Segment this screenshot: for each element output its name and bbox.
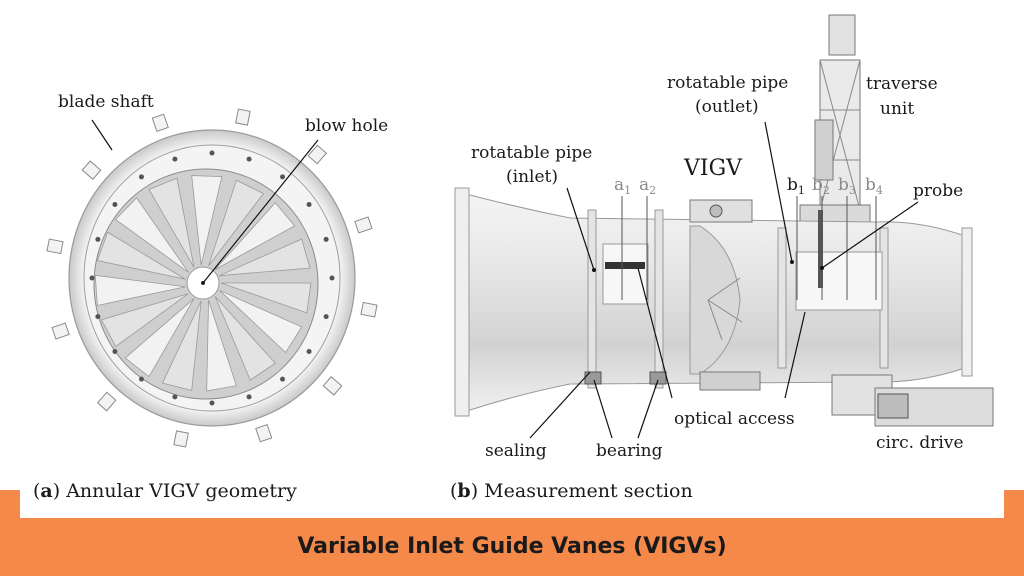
blade-shaft [360, 301, 378, 318]
blade-shaft [322, 376, 343, 396]
blade-shaft [173, 430, 189, 448]
guide-vane [100, 293, 189, 348]
blade-shaft [151, 113, 169, 133]
inlet-window-slot [605, 262, 645, 269]
guide-vanes [94, 175, 312, 392]
label-blow-hole: blow hole [305, 116, 388, 136]
bolt-hole [95, 314, 101, 320]
label-sealing: sealing [485, 441, 547, 461]
blade-shafts [46, 108, 378, 448]
guide-vane [208, 179, 265, 267]
inlet-pipe-ring-right [654, 209, 664, 389]
label-rotatable-pipe-outlet: rotatable pipe [667, 73, 788, 93]
outlet-pipe-ring-left [777, 227, 787, 369]
bolt-hole [329, 275, 335, 281]
banner-left-strip [0, 490, 20, 518]
blade-shaft [354, 216, 373, 234]
bolt-hole [209, 150, 215, 156]
guide-vane [94, 274, 186, 306]
leader-blade-shaft [91, 119, 113, 151]
banner-title: Variable Inlet Guide Vanes (VIGVs) [297, 534, 727, 559]
bearing-left [584, 371, 602, 385]
leader-blow-hole [202, 139, 319, 284]
outlet-optical-window [795, 251, 883, 311]
station-b4: b4 [865, 175, 883, 197]
bolt-hole [246, 394, 252, 400]
circ-drive [831, 374, 994, 427]
guide-vane [161, 300, 202, 391]
label-rotatable-pipe-inlet-2: (inlet) [506, 167, 558, 187]
guide-vane [214, 202, 296, 270]
bolt-hole [95, 236, 101, 242]
blade-shaft [307, 144, 328, 165]
inlet-optical-window [602, 243, 649, 305]
bolt-holes [89, 150, 335, 406]
guide-vane [96, 231, 186, 280]
blade-shaft [235, 108, 251, 126]
label-blade-shaft: blade shaft [58, 92, 154, 112]
bolt-hole [138, 376, 144, 382]
guide-vane [220, 282, 312, 314]
guide-vane [191, 175, 223, 266]
bolt-hole [209, 400, 215, 406]
label-rotatable-pipe-inlet: rotatable pipe [471, 143, 592, 163]
bolt-hole [172, 394, 178, 400]
bolt-hole [323, 236, 329, 242]
guide-vane [219, 238, 311, 277]
label-traverse: traverse [866, 74, 938, 94]
label-bearing: bearing [596, 441, 663, 461]
station-b1: b1 [787, 175, 805, 197]
blade-shaft [46, 238, 64, 255]
station-b3: b3 [838, 175, 856, 197]
bolt-hole [280, 376, 286, 382]
bolt-hole [246, 156, 252, 162]
bolt-hole [112, 348, 118, 354]
label-circ-drive: circ. drive [876, 433, 964, 453]
guide-vane [115, 197, 189, 273]
bolt-hole [89, 275, 95, 281]
label-probe: probe [913, 181, 963, 201]
label-vigv: VIGV [683, 156, 743, 181]
label-optical-access: optical access [674, 409, 795, 429]
bolt-hole [280, 174, 286, 180]
blade-shaft [51, 322, 70, 340]
guide-vane [206, 299, 237, 392]
bolt-hole [306, 348, 312, 354]
bolt-hole [323, 314, 329, 320]
annular-vigv-drawing: blade shaft blow hole [46, 92, 388, 448]
bolt-hole [306, 202, 312, 208]
traverse-unit [799, 14, 871, 236]
banner-right-strip [1004, 490, 1024, 518]
probe-stem [818, 210, 823, 288]
outlet-flange [961, 227, 973, 377]
caption-b: (b) Measurement section [450, 480, 693, 502]
station-lines [621, 196, 877, 300]
bolt-hole [172, 156, 178, 162]
label-rotatable-pipe-outlet-2: (outlet) [695, 97, 759, 117]
station-a1: a1 [614, 175, 631, 197]
inlet-flange [454, 187, 470, 417]
guide-vane [219, 289, 303, 354]
station-a2: a2 [639, 175, 656, 197]
bolt-hole [138, 174, 144, 180]
blade-shaft [96, 391, 117, 412]
bearing-right [649, 371, 667, 385]
guide-vane [148, 177, 195, 268]
guide-vane [214, 296, 276, 381]
inlet-pipe-ring-left [587, 209, 597, 389]
label-unit: unit [880, 99, 914, 119]
vigv-blades [707, 277, 743, 341]
title-banner [0, 518, 1024, 576]
blade-shaft [255, 423, 273, 443]
station-b2: b2 [812, 175, 830, 197]
blade-shaft [81, 160, 102, 180]
measurement-section-drawing: a1 a2 b1 b2 b3 b4 rotatable pipe (outlet… [454, 14, 994, 461]
guide-vane [124, 298, 195, 378]
vigv-bottom-drive [699, 371, 761, 391]
caption-a: (a) Annular VIGV geometry [33, 480, 297, 502]
bolt-hole [112, 202, 118, 208]
